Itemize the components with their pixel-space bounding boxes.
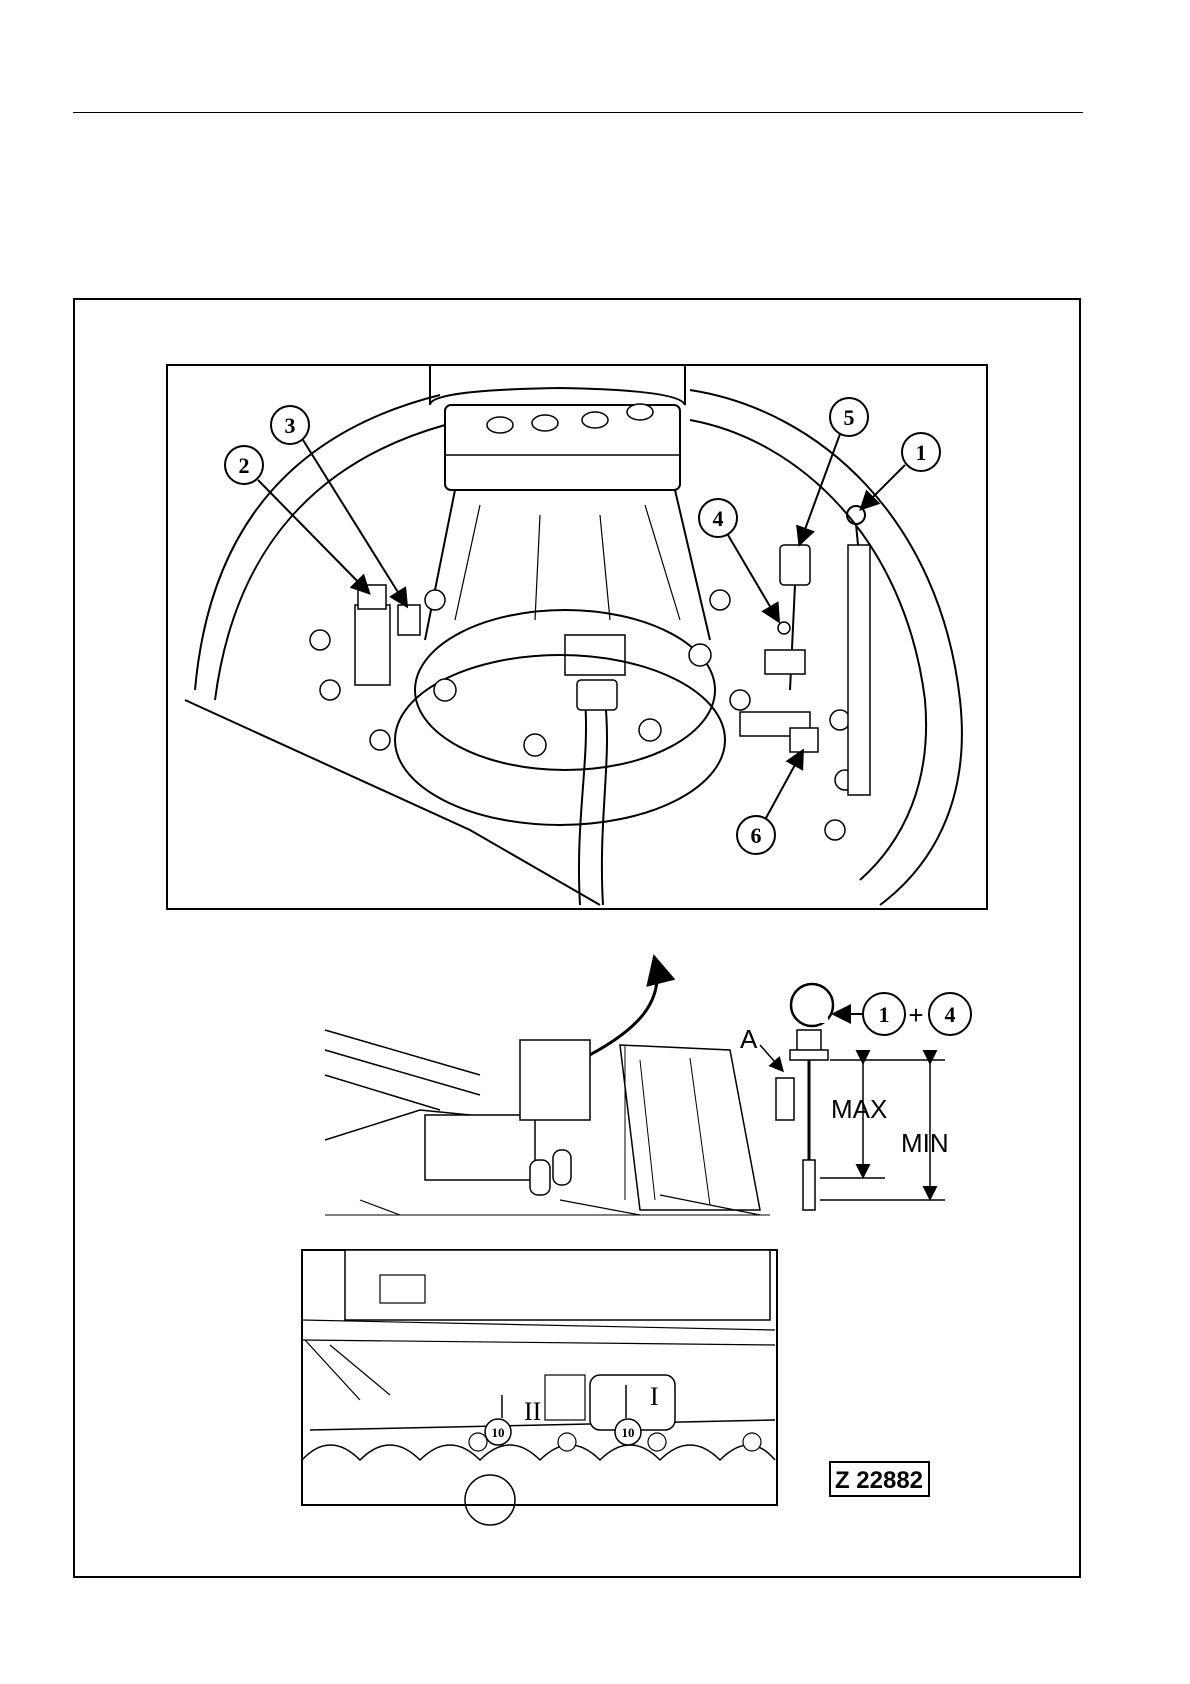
callout-2: 2 (239, 453, 250, 478)
top-detail-panel (167, 365, 987, 909)
callout-1: 1 (916, 440, 927, 465)
callout-4: 4 (713, 506, 724, 531)
roman-label-two: II (524, 1397, 541, 1426)
callout-10-right: 10 (622, 1425, 635, 1440)
callout-3: 3 (285, 413, 296, 438)
dipstick-callouts: 1 + 4 A MAX MIN (740, 993, 971, 1158)
callout-6: 6 (751, 823, 762, 848)
dipstick-callout-4: 4 (945, 1002, 956, 1027)
bottom-view (302, 1250, 777, 1525)
roman-label-one: I (650, 1382, 659, 1411)
pointer-arrow (580, 960, 657, 1060)
middle-view (325, 1030, 770, 1215)
figure-reference: Z 22882 (830, 1462, 929, 1496)
label-a: A (740, 1024, 758, 1054)
plus-sign: + (908, 1000, 923, 1030)
callout-5: 5 (844, 405, 855, 430)
figure-ref-label: Z 22882 (835, 1467, 923, 1494)
dipstick-callout-1: 1 (879, 1002, 890, 1027)
callout-10-left: 10 (492, 1425, 505, 1440)
label-max: MAX (831, 1094, 887, 1124)
label-min: MIN (901, 1128, 949, 1158)
